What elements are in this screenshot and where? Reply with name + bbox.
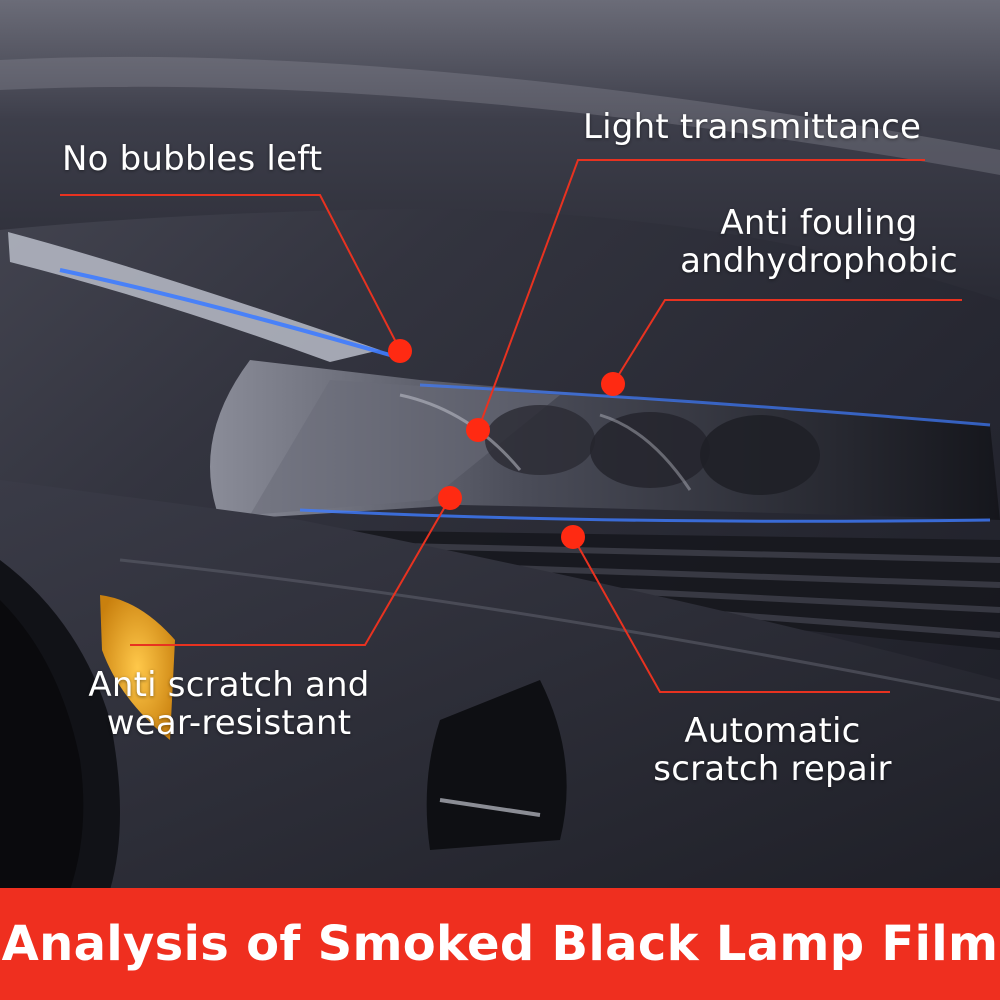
annotation-auto-repair-line2: scratch repair	[653, 749, 892, 789]
annotation-anti-scratch-line2: wear-resistant	[106, 703, 352, 743]
drl-glow	[59, 268, 391, 357]
callout-line-auto-repair	[572, 536, 890, 693]
callout-line-anti-fouling	[612, 299, 962, 385]
fog-lamp-recess	[426, 680, 567, 850]
tire	[0, 600, 84, 890]
lower-blue-line	[299, 508, 991, 523]
side-marker-light	[100, 595, 175, 740]
callout-dot-auto-repair	[561, 525, 585, 549]
annotation-light-transmittance: Light transmittance	[583, 107, 922, 147]
upper-blue-line	[419, 383, 991, 427]
drl-strip	[8, 232, 380, 362]
callout-lines	[60, 159, 962, 693]
callout-dot-light-transmittance	[466, 418, 490, 442]
callout-line-light-transmittance	[477, 159, 925, 431]
callout-dots	[388, 339, 625, 549]
annotation-anti-fouling-line1: Anti fouling	[720, 203, 918, 243]
callout-dot-anti-scratch	[438, 486, 462, 510]
banner-title: Analysis of Smoked Black Lamp Film	[1, 916, 999, 972]
annotation-no-bubbles: No bubbles left	[62, 139, 323, 179]
lens-smoke-band	[250, 380, 560, 515]
annotation-anti-scratch: Anti scratch and wear-resistant	[80, 666, 378, 742]
annotation-anti-fouling-line2: andhydrophobic	[680, 241, 958, 281]
callout-line-anti-scratch	[130, 497, 451, 646]
callout-dot-anti-fouling	[601, 372, 625, 396]
front-fender	[0, 480, 1000, 890]
annotation-auto-repair: Automatic scratch repair	[650, 712, 895, 788]
fender-highlight	[119, 558, 1000, 702]
hood-surface	[0, 0, 1000, 300]
hood-highlight	[0, 56, 1000, 175]
annotation-anti-fouling: Anti fouling andhydrophobic	[676, 204, 962, 280]
annotation-anti-scratch-line1: Anti scratch and	[88, 665, 370, 705]
callout-line-no-bubbles	[60, 194, 401, 351]
annotation-auto-repair-line1: Automatic	[684, 711, 861, 751]
callout-dot-no-bubbles	[388, 339, 412, 363]
title-banner: Analysis of Smoked Black Lamp Film	[0, 888, 1000, 1000]
